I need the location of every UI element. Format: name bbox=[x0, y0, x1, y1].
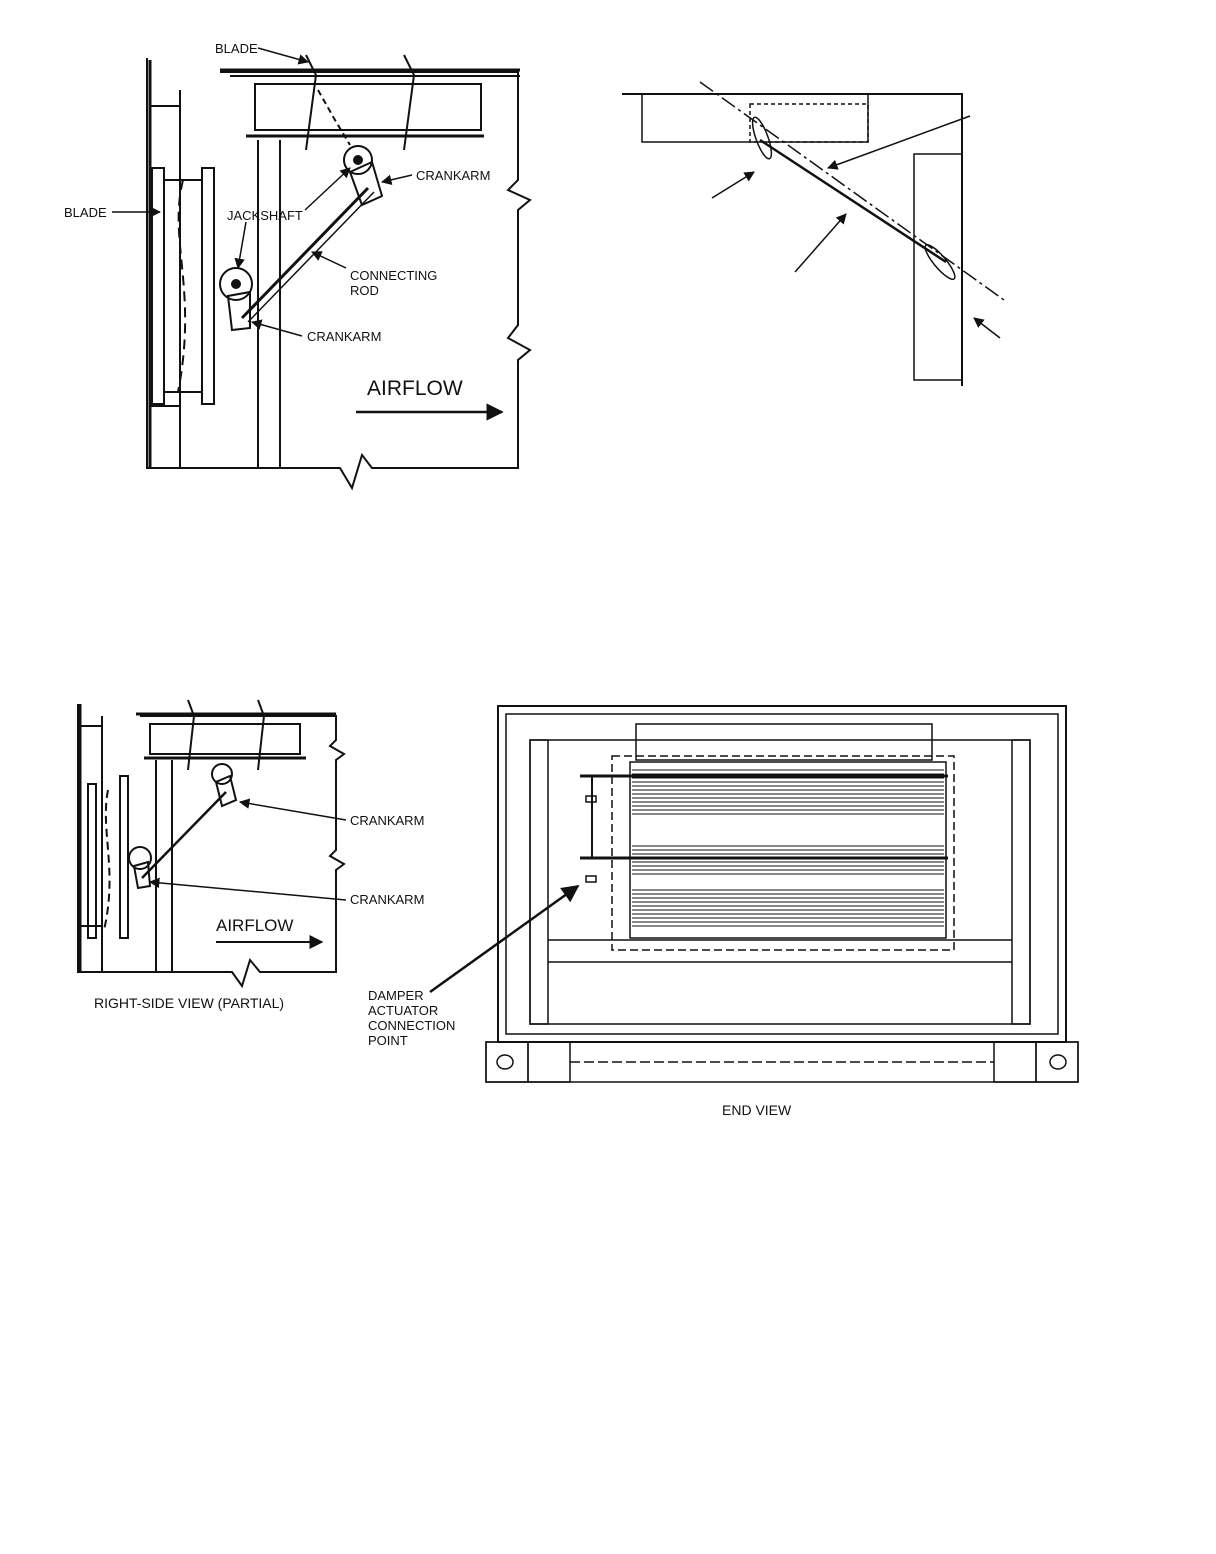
bottom-left-partial-view bbox=[78, 700, 346, 986]
label-airflow-bottom: AIRFLOW bbox=[216, 918, 293, 933]
bottom-right-end-view bbox=[430, 706, 1078, 1082]
label-crankarm-upper: CRANKARM bbox=[416, 168, 490, 183]
label-damper-actuator: DAMPER ACTUATOR CONNECTION POINT bbox=[368, 988, 455, 1048]
label-blade-left: BLADE bbox=[64, 205, 107, 220]
top-left-linkage-view bbox=[112, 48, 530, 488]
label-crankarm-upper-bottom: CRANKARM bbox=[350, 813, 424, 828]
caption-end-view: END VIEW bbox=[722, 1103, 791, 1118]
caption-right-side-view: RIGHT-SIDE VIEW (PARTIAL) bbox=[94, 996, 284, 1011]
label-connecting-rod: CONNECTING ROD bbox=[350, 268, 437, 298]
label-airflow-top: AIRFLOW bbox=[367, 377, 463, 401]
top-right-angle-detail bbox=[622, 82, 1004, 386]
label-blade-top: BLADE bbox=[215, 41, 258, 56]
label-crankarm-lower-bottom: CRANKARM bbox=[350, 892, 424, 907]
label-jackshaft: JACKSHAFT bbox=[227, 208, 303, 223]
label-crankarm-lower: CRANKARM bbox=[307, 329, 381, 344]
